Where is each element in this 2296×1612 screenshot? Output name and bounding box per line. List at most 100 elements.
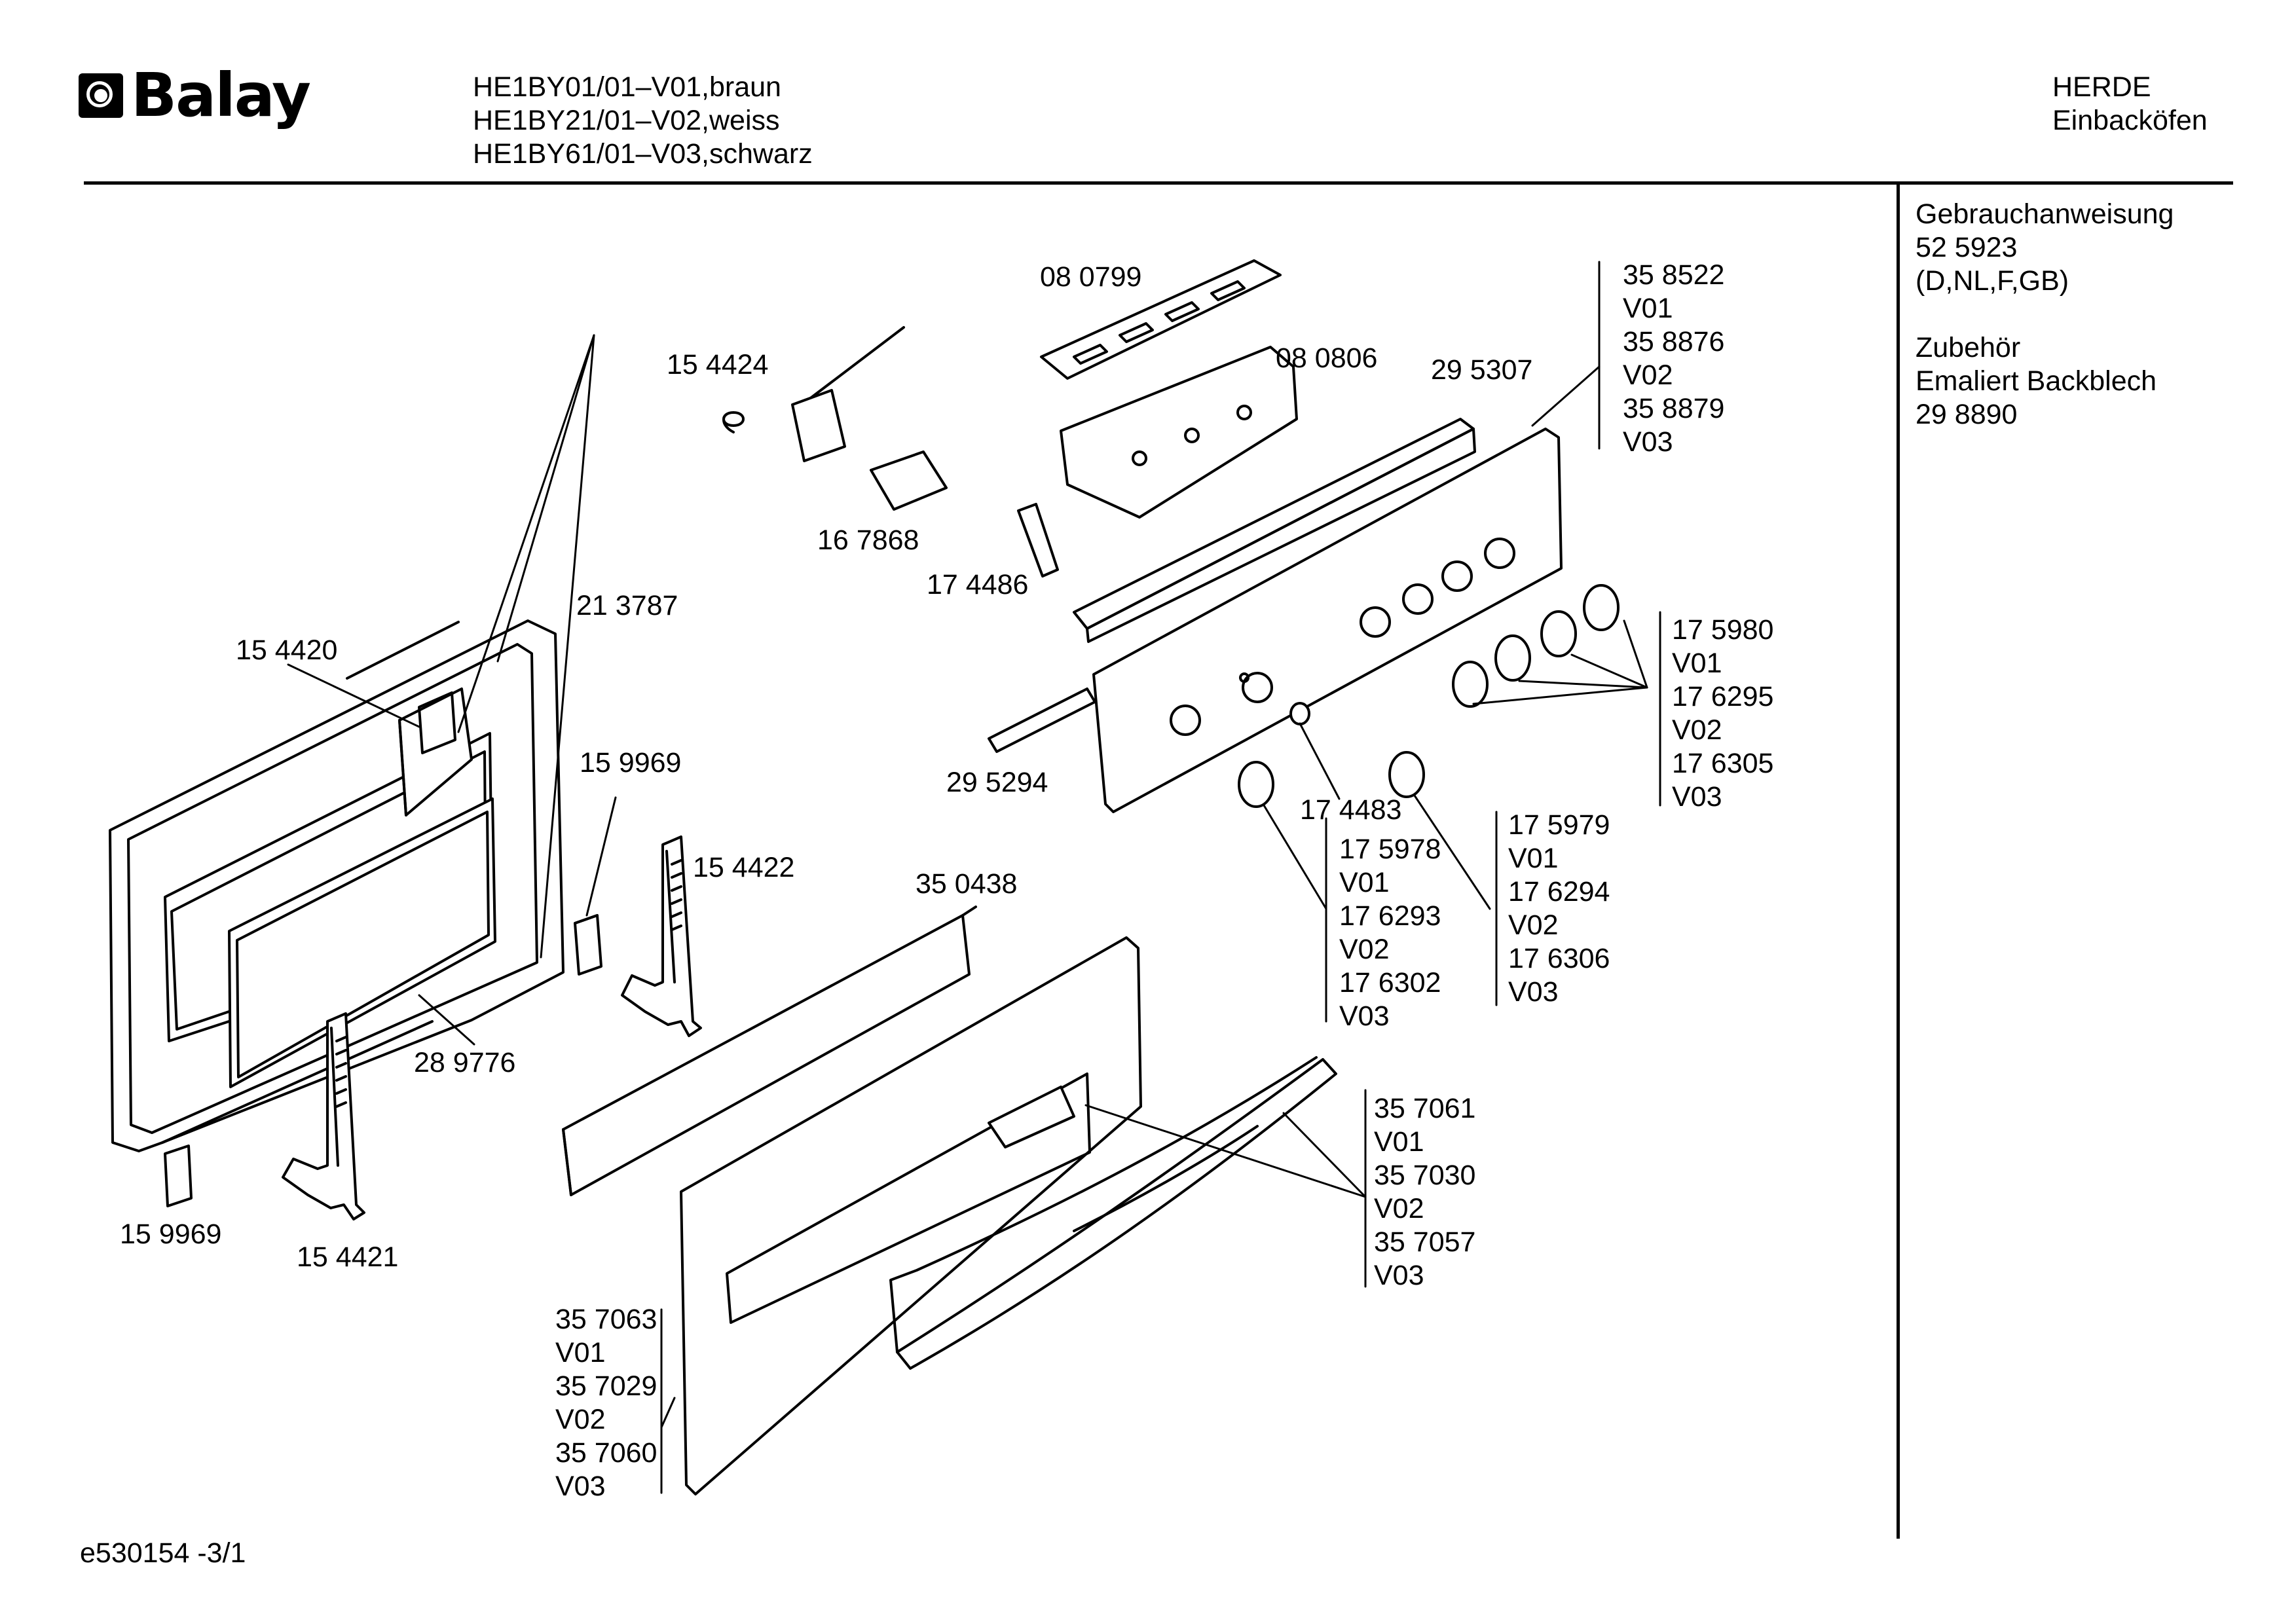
- accessory-name: Emaliert Backblech: [1916, 365, 2157, 397]
- part-label-080799: 08 0799: [1040, 261, 1142, 293]
- part-label-154422: 15 4422: [693, 852, 795, 883]
- control-panel: [1092, 428, 1563, 813]
- model-line-1: HE1BY01/01–V01,braun: [473, 71, 781, 103]
- indicator-174486: [1017, 503, 1059, 577]
- model-list: HE1BY01/01–V01,braun HE1BY21/01–V02,weis…: [473, 71, 813, 171]
- stack-line: V02: [1508, 909, 1559, 941]
- stack-line: V03: [1339, 1000, 1390, 1032]
- stack-line: 17 5980: [1672, 614, 1774, 646]
- stack-line: 17 6306: [1508, 943, 1610, 974]
- stack-line: V03: [555, 1471, 606, 1502]
- stack-line: 35 7063: [555, 1304, 657, 1335]
- header-divider: [84, 181, 2233, 185]
- stack-line: V02: [1374, 1193, 1424, 1224]
- variant-stack-door-glass: 35 7063 V01 35 7029 V02 35 7060 V03: [555, 1303, 657, 1503]
- part-label-154420: 15 4420: [236, 634, 338, 666]
- stack-line: V02: [1339, 934, 1390, 965]
- part-label-167868: 16 7868: [817, 524, 919, 556]
- category-line-2: Einbacköfen: [2052, 105, 2208, 136]
- stack-line: 35 7060: [555, 1437, 657, 1469]
- variant-stack-knobs-right: 17 5980 V01 17 6295 V02 17 6305 V03: [1672, 614, 1773, 814]
- stack-line: 17 6295: [1672, 681, 1774, 712]
- part-label-289776: 28 9776: [414, 1047, 516, 1078]
- stack-line: V01: [1508, 843, 1559, 874]
- part-label-080806: 08 0806: [1276, 342, 1378, 374]
- stack-line: 35 7057: [1374, 1226, 1476, 1258]
- stack-line: 17 6302: [1339, 967, 1441, 998]
- knob-mid: [1388, 751, 1425, 798]
- knob-right-3: [1540, 610, 1577, 657]
- variant-stack-knob-left: 17 5978 V01 17 6293 V02 17 6302 V03: [1339, 833, 1441, 1033]
- brand-name: Balay: [131, 60, 311, 130]
- drawing-id: e530154 -3/1: [80, 1537, 246, 1569]
- part-label-174483: 17 4483: [1300, 794, 1402, 826]
- knob-right-4: [1583, 584, 1620, 631]
- stack-line: 35 7061: [1374, 1093, 1476, 1124]
- stack-line: V02: [1623, 359, 1673, 391]
- category-line-1: HERDE: [2052, 71, 2151, 103]
- part-label-159969-upper: 15 9969: [580, 747, 682, 779]
- stack-line: 35 8522: [1623, 259, 1725, 291]
- panel-top-profile-295307: [1073, 418, 1476, 643]
- manual-languages: (D,NL,F,GB): [1916, 265, 2069, 297]
- manual-number: 52 5923: [1916, 232, 2018, 263]
- part-label-213787: 21 3787: [576, 590, 678, 621]
- stack-line: 17 5979: [1508, 809, 1610, 841]
- stack-line: V03: [1374, 1260, 1424, 1291]
- accessory-title: Zubehör: [1916, 332, 2021, 363]
- part-label-154424: 15 4424: [667, 349, 769, 380]
- balay-emblem-icon: [79, 73, 123, 118]
- knob-spindle-174483: [1289, 702, 1310, 725]
- heat-shield-350438: [562, 906, 977, 1196]
- part-label-295294: 29 5294: [946, 767, 1048, 798]
- stop-block-159969-lower: [164, 1145, 193, 1207]
- sidebar-info: Gebrauchanweisung 52 5923 (D,NL,F,GB) Zu…: [1916, 198, 2174, 431]
- stack-line: 17 6294: [1508, 876, 1610, 907]
- stack-line: V02: [1672, 714, 1722, 746]
- stack-line: 35 7029: [555, 1370, 657, 1402]
- brand-logo: Balay: [79, 60, 311, 130]
- outer-door-glass: [680, 936, 1142, 1495]
- stack-line: V03: [1508, 976, 1559, 1008]
- leader-lines: [287, 261, 1661, 1494]
- thermostat-154424: [722, 326, 905, 462]
- stack-line: 35 7030: [1374, 1160, 1476, 1191]
- door-handle: [889, 1056, 1337, 1370]
- stack-line: V03: [1672, 781, 1722, 813]
- sidebar-divider: [1897, 185, 1900, 1539]
- variant-stack-knob-mid: 17 5979 V01 17 6294 V02 17 6306 V03: [1508, 809, 1610, 1009]
- stack-line: V01: [1623, 293, 1673, 324]
- model-line-2: HE1BY21/01–V02,weiss: [473, 105, 780, 136]
- stack-line: 35 8876: [1623, 326, 1725, 357]
- stack-line: V03: [1623, 426, 1673, 458]
- part-label-154421: 15 4421: [297, 1241, 399, 1273]
- stack-line: 35 8879: [1623, 393, 1725, 424]
- stack-line: V01: [1339, 867, 1390, 898]
- stack-line: 17 6293: [1339, 900, 1441, 932]
- knob-right-1: [1452, 661, 1489, 708]
- variant-stack-control-panel: 35 8522 V01 35 8876 V02 35 8879 V03: [1623, 259, 1724, 459]
- switch-167868: [870, 450, 948, 511]
- stack-line: 17 6305: [1672, 748, 1774, 779]
- selector-switch-080806: [1060, 346, 1298, 519]
- knob-left: [1238, 761, 1274, 808]
- manual-title: Gebrauchanweisung: [1916, 198, 2174, 230]
- accessory-number: 29 8890: [1916, 399, 2018, 430]
- part-label-159969-lower: 15 9969: [120, 1218, 222, 1250]
- stack-line: V01: [1374, 1126, 1424, 1158]
- part-label-174486: 17 4486: [927, 569, 1029, 600]
- hinge-bracket-154420: [398, 687, 473, 816]
- stop-block-159969-upper: [574, 914, 602, 976]
- stack-line: V02: [555, 1404, 606, 1435]
- door-hinge-154421: [282, 1012, 365, 1220]
- part-label-350438: 35 0438: [916, 868, 1018, 900]
- stack-line: V01: [1672, 648, 1722, 679]
- bracket-295294: [988, 687, 1096, 753]
- stack-line: 17 5978: [1339, 833, 1441, 865]
- door-hinge-154422: [621, 835, 702, 1037]
- switch-cover-080799: [1040, 259, 1282, 380]
- stack-line: V01: [555, 1337, 606, 1368]
- part-label-295307: 29 5307: [1431, 354, 1533, 386]
- product-category: HERDE Einbacköfen: [2052, 71, 2208, 137]
